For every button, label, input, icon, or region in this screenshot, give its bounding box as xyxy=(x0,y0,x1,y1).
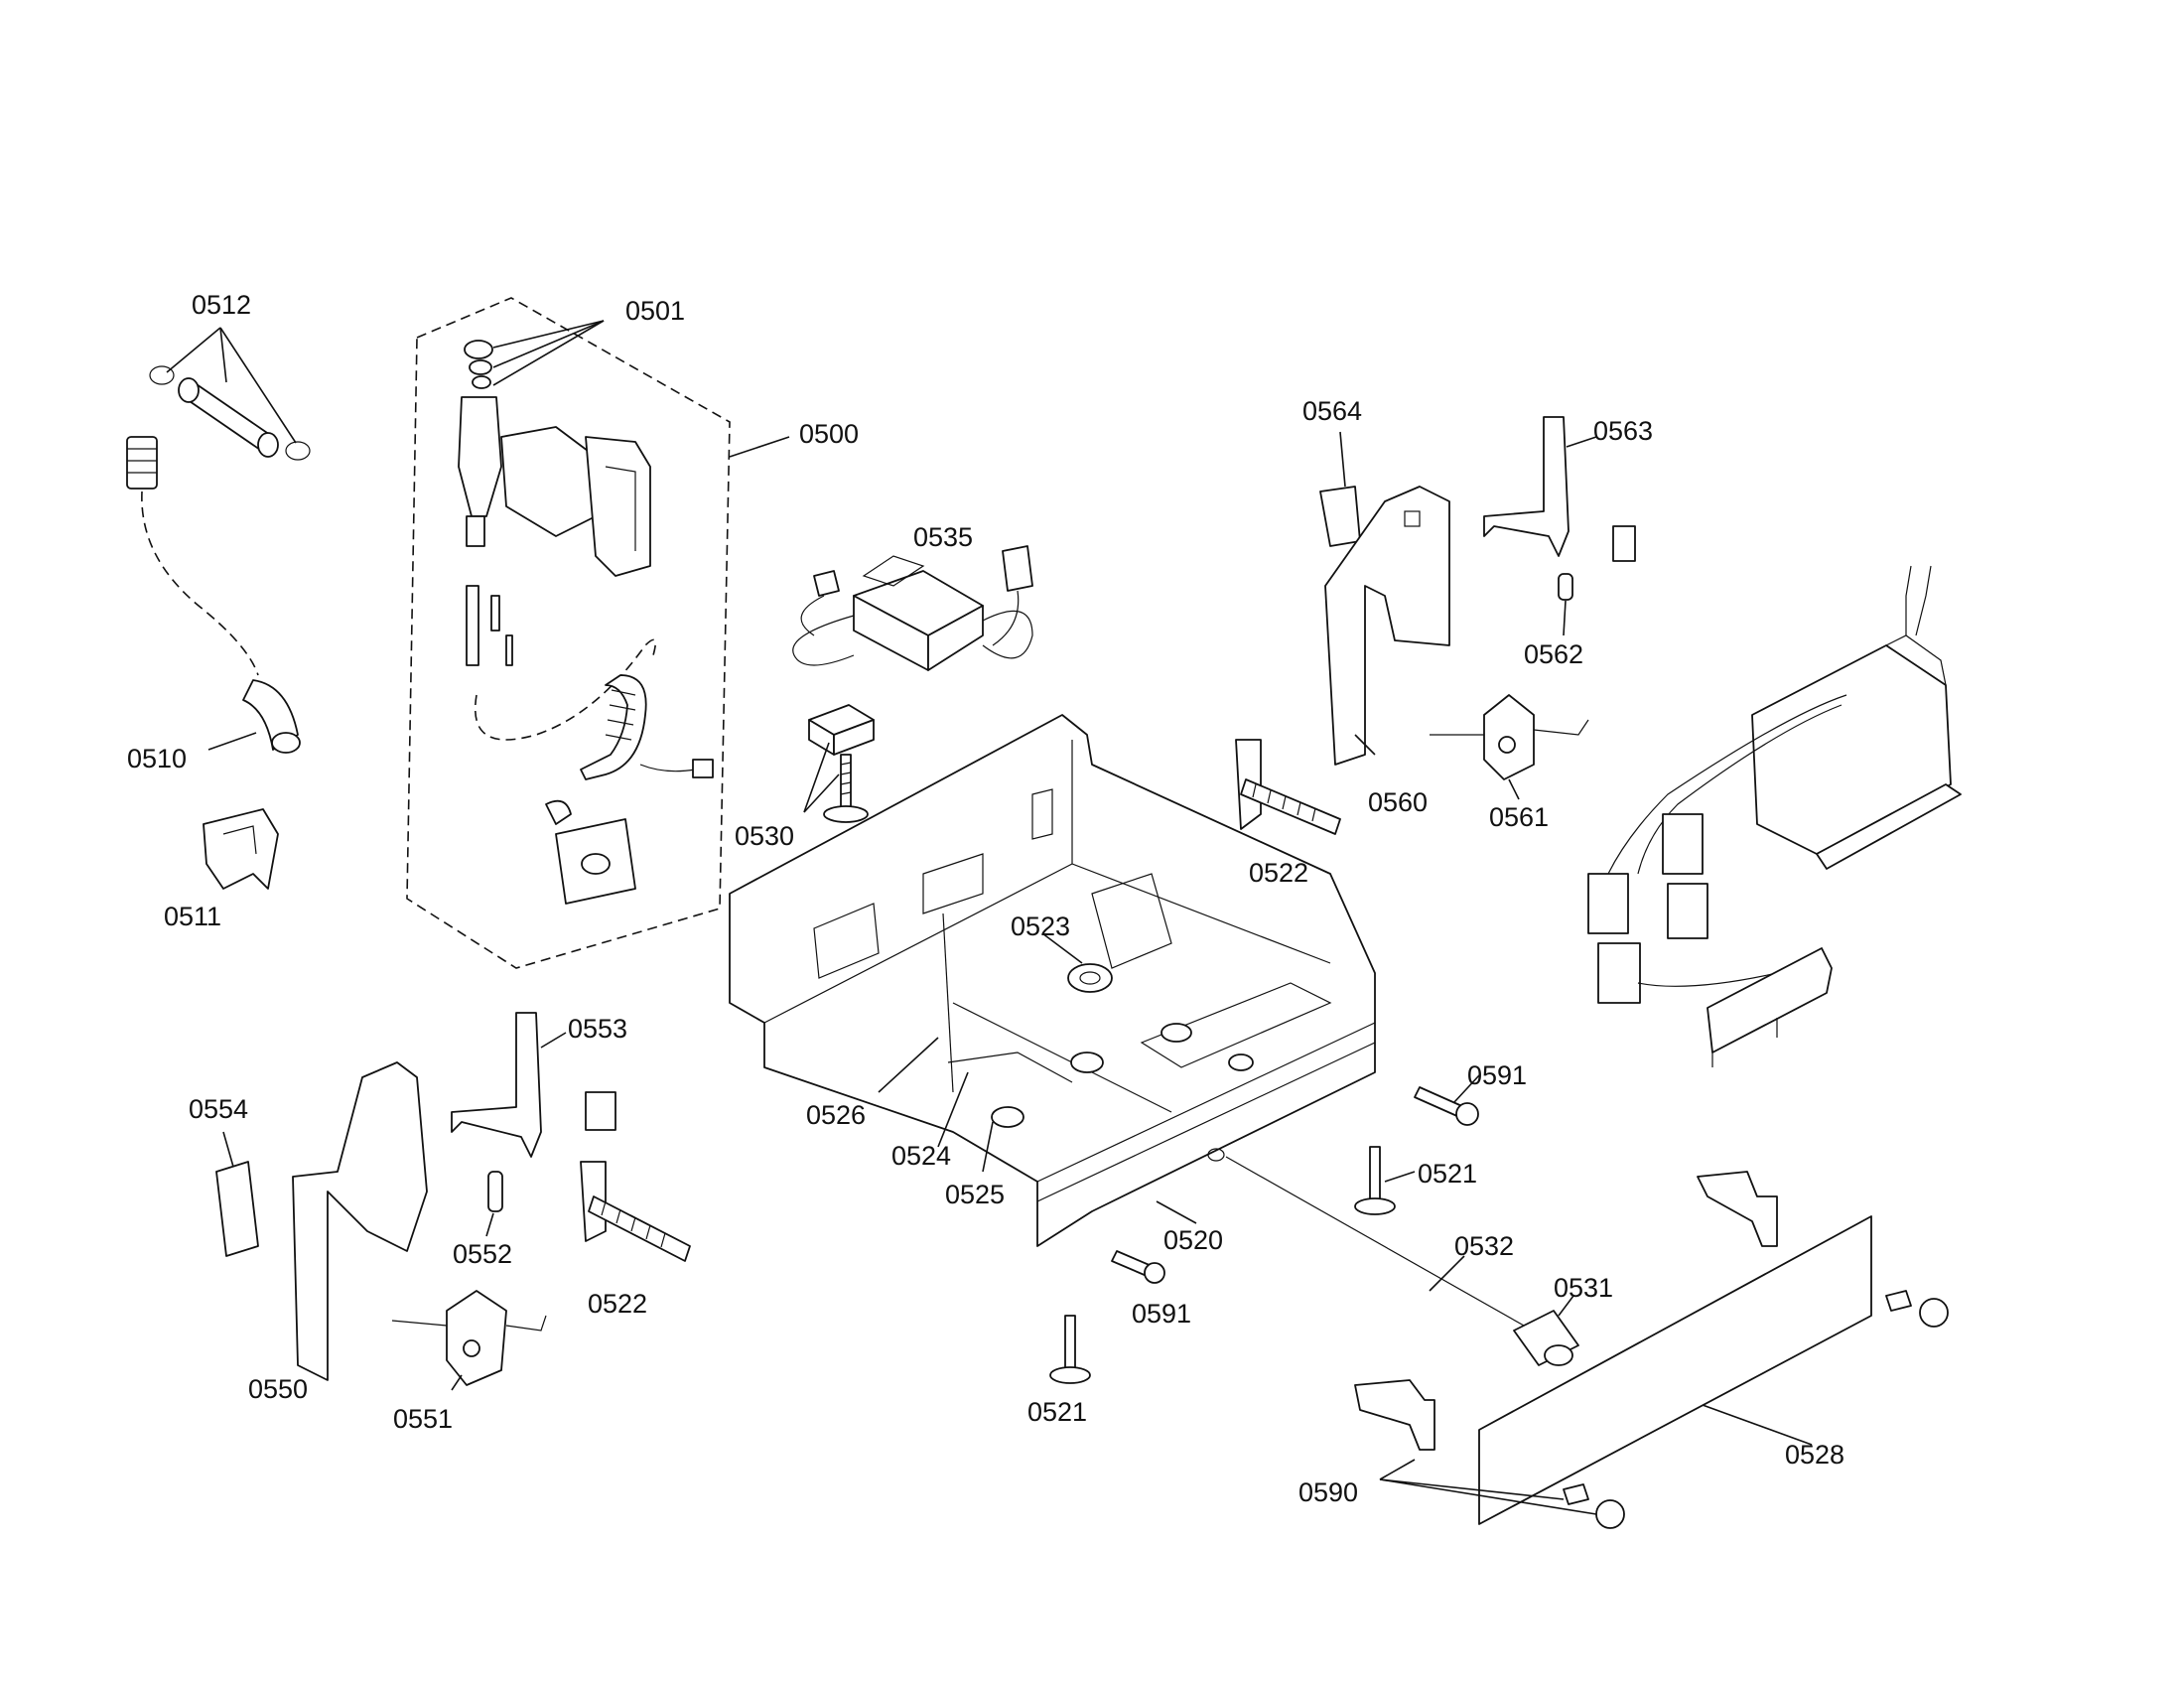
callout-0511: 0511 xyxy=(164,902,221,931)
callout-0550: 0550 xyxy=(248,1374,308,1404)
part-0511-bracket xyxy=(203,808,279,890)
part-0528-kick-panel xyxy=(1478,1171,1949,1525)
part-0591-screw-right xyxy=(1414,1086,1479,1126)
part-0561-sensor xyxy=(1430,694,1589,780)
callout-0560: 0560 xyxy=(1368,787,1428,817)
callout-0590: 0590 xyxy=(1298,1477,1358,1507)
callout-0563: 0563 xyxy=(1593,416,1653,446)
callout-0501: 0501 xyxy=(625,296,685,326)
part-0553-bracket xyxy=(451,1012,616,1158)
callout-0531: 0531 xyxy=(1554,1273,1613,1303)
callout-0554: 0554 xyxy=(189,1094,248,1124)
callout-0532: 0532 xyxy=(1454,1231,1514,1261)
part-0551-sensor xyxy=(391,1290,547,1386)
callout-0521-left: 0521 xyxy=(1027,1397,1087,1427)
callout-0510: 0510 xyxy=(127,744,187,773)
part-0552-clip xyxy=(487,1171,503,1212)
callout-0522-right: 0522 xyxy=(1249,858,1308,888)
part-0532-rod xyxy=(1225,1156,1525,1327)
callout-0521-right: 0521 xyxy=(1418,1159,1477,1189)
callout-0520: 0520 xyxy=(1163,1225,1223,1255)
part-0500-inlet-coil xyxy=(545,674,714,905)
callout-0564: 0564 xyxy=(1302,396,1362,426)
callout-0512: 0512 xyxy=(192,290,251,320)
part-0535-power-module xyxy=(792,545,1033,671)
part-0522-spring-left xyxy=(580,1161,691,1262)
callout-0553: 0553 xyxy=(568,1014,627,1044)
part-0591-screw-left xyxy=(1111,1250,1165,1284)
callout-0551: 0551 xyxy=(393,1404,453,1434)
callout-0526: 0526 xyxy=(806,1100,866,1130)
part-0524-tube xyxy=(947,1052,1073,1083)
part-0560-bracket xyxy=(1324,486,1450,766)
part-0522-spring-right xyxy=(1235,739,1341,835)
callout-0562: 0562 xyxy=(1524,639,1583,669)
callout-0530: 0530 xyxy=(735,821,794,851)
part-wire-harness xyxy=(1587,565,1962,1067)
part-0590-clip-and-screws xyxy=(1354,1379,1625,1529)
part-0510-drain-hose xyxy=(126,436,301,754)
part-0550-bracket xyxy=(292,1061,428,1381)
part-0501-valve-assembly xyxy=(458,340,656,741)
part-0530-foot-block xyxy=(808,704,875,823)
callout-0552: 0552 xyxy=(453,1239,512,1269)
part-0564-clip xyxy=(1319,486,1361,547)
part-0512-hose xyxy=(149,365,311,461)
callout-0522-left: 0522 xyxy=(588,1289,647,1319)
callout-0500: 0500 xyxy=(799,419,859,449)
part-0554-clip xyxy=(215,1161,259,1257)
part-0520-base-tub xyxy=(729,714,1376,1247)
callout-0523: 0523 xyxy=(1011,912,1070,941)
callout-0525: 0525 xyxy=(945,1180,1005,1209)
callout-0535: 0535 xyxy=(913,522,973,552)
assembly-0500-boundary xyxy=(406,297,731,969)
part-0562-clip xyxy=(1558,573,1573,601)
callout-0591-left: 0591 xyxy=(1132,1299,1191,1329)
part-0563-bracket xyxy=(1483,416,1636,562)
part-0521-screw-left xyxy=(1049,1315,1091,1384)
part-0531-knob xyxy=(1513,1310,1579,1366)
callout-0528: 0528 xyxy=(1785,1440,1844,1470)
callout-0591-right: 0591 xyxy=(1467,1060,1527,1090)
part-0521-screw-right xyxy=(1354,1146,1396,1215)
callout-0524: 0524 xyxy=(891,1141,951,1171)
callout-0561: 0561 xyxy=(1489,802,1549,832)
